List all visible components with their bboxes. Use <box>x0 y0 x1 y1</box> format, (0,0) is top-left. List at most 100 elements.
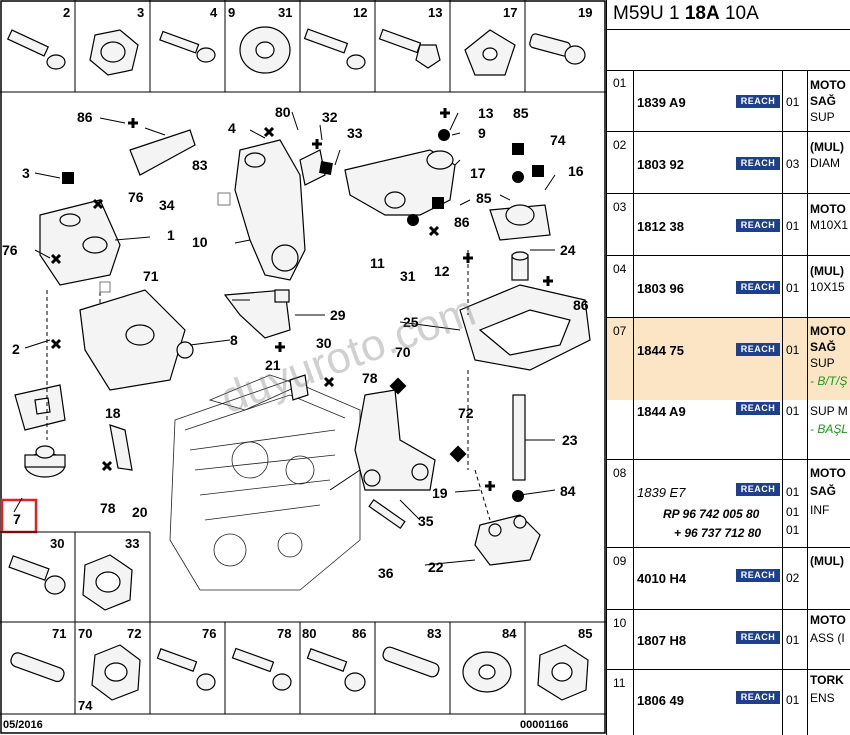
table-row[interactable]: 09 4010 H4 REACH 02 (MUL) <box>607 548 850 610</box>
heat-shield <box>14 384 66 431</box>
part-reference[interactable]: 1803 96 <box>637 281 684 296</box>
callout: 84 <box>560 483 576 499</box>
description-line: SAĞ <box>810 94 837 108</box>
callout: 78 <box>362 370 378 386</box>
callout: 11 <box>370 255 385 271</box>
bottom-strip-labels: 71 70 72 76 78 80 86 83 84 85 74 <box>52 626 592 713</box>
quantity: 01 <box>786 343 800 357</box>
bottom-label-84: 84 <box>502 626 517 641</box>
footer-date: 05/2016 <box>3 719 43 731</box>
callout: 76 <box>2 242 18 258</box>
small-bracket <box>289 374 309 401</box>
washer-icon <box>239 26 291 74</box>
table-row[interactable]: 02 1803 92 REACH 03 (MUL) DIAM <box>607 132 850 194</box>
row-number: 11 <box>613 676 626 690</box>
callout: 23 <box>562 432 578 448</box>
nut-icon <box>537 644 589 701</box>
description-line: DIAM <box>810 156 840 170</box>
bottom-label-70: 70 <box>78 626 92 641</box>
callout: 20 <box>132 504 148 520</box>
flange-nut-icon <box>91 644 141 701</box>
callout: 32 <box>322 109 338 125</box>
table-row[interactable]: 08 1839 E7 REACH 01 MOTO SAĞ INF RP 96 7… <box>607 460 850 548</box>
callout: 10 <box>192 234 208 250</box>
callout: 30 <box>316 335 332 351</box>
exploded-parts-diagram: 2 3 4 9 31 12 13 17 19 <box>0 0 606 734</box>
reach-badge: REACH <box>736 219 780 232</box>
top-label-2: 2 <box>63 5 70 20</box>
leader-lines <box>24 111 556 566</box>
quantity: 03 <box>786 157 800 171</box>
support-bracket <box>79 289 194 391</box>
replacement-reference[interactable]: RP 96 742 005 80 <box>663 507 760 521</box>
sub-section-code: 10A <box>724 3 759 24</box>
washer-icon <box>462 651 512 693</box>
quantity: 01 <box>786 523 800 537</box>
top-label-4: 4 <box>210 5 218 20</box>
top-label-19: 19 <box>578 5 592 20</box>
bolt-icon <box>156 648 216 691</box>
part-reference[interactable]: 1803 92 <box>637 157 684 172</box>
square-markers <box>62 143 544 463</box>
table-row[interactable]: 11 1806 49 REACH 01 TORK ENS <box>607 670 850 735</box>
callout: 3 <box>22 165 30 181</box>
part-reference[interactable]: 1844 A9 <box>637 404 686 419</box>
callout: 33 <box>347 125 363 141</box>
lower-plate <box>223 289 291 339</box>
table-row[interactable]: 10 1807 H8 REACH 01 MOTO ASS (I <box>607 610 850 670</box>
right-support-bracket <box>459 284 591 371</box>
bottom-label-72: 72 <box>127 626 141 641</box>
bolt-icon <box>378 28 441 69</box>
bolt-icon <box>529 33 586 65</box>
callout: 22 <box>428 559 444 575</box>
callout: 85 <box>476 190 492 206</box>
replacement-reference[interactable]: + 96 737 712 80 <box>674 526 762 540</box>
table-row[interactable]: 03 1812 38 REACH 01 MOTO M10X1 <box>607 194 850 256</box>
callout: 31 <box>400 268 416 284</box>
description-note: - BAŞL <box>810 422 849 436</box>
table-row[interactable]: 01 1839 A9 REACH 01 MOTO SAĞ SUP <box>607 70 850 132</box>
bolt-icon <box>231 647 292 691</box>
description-line: 10X15 <box>810 280 845 294</box>
bottom-label-76: 76 <box>202 626 216 641</box>
callout: 2 <box>12 341 20 357</box>
description-note: - B/T/Ş <box>810 374 848 388</box>
callout: 34 <box>159 197 175 213</box>
quantity: 01 <box>786 693 800 707</box>
part-reference[interactable]: 4010 H4 <box>637 571 687 586</box>
callout: 36 <box>378 565 394 581</box>
box-label-30: 30 <box>50 536 64 551</box>
description-line: (MUL) <box>810 140 844 154</box>
engine-block-drawing <box>169 374 361 591</box>
table-row[interactable]: 04 1803 96 REACH 01 (MUL) 10X15 <box>607 256 850 318</box>
reach-badge: REACH <box>736 157 780 170</box>
upper-shield <box>129 129 196 176</box>
description-line: MOTO <box>810 466 846 480</box>
description-line: M10X1 <box>810 218 849 232</box>
part-reference[interactable]: 1807 H8 <box>637 633 687 648</box>
description-line: SUP <box>810 110 835 124</box>
part-reference[interactable]: 1806 49 <box>637 693 684 708</box>
nut-flange-icon <box>89 29 139 76</box>
part-reference[interactable]: 1839 E7 <box>637 485 686 500</box>
row-number: 10 <box>613 616 627 630</box>
description-line: (MUL) <box>810 554 844 568</box>
reach-badge: REACH <box>736 483 780 496</box>
part-reference[interactable]: 1839 A9 <box>637 95 686 110</box>
diagram-canvas: 2 3 4 9 31 12 13 17 19 <box>0 0 606 734</box>
table-row-selected[interactable]: 07 1844 75 REACH 01 MOTO SAĞ SUP - B/T/Ş… <box>607 318 850 460</box>
washer-icon <box>464 29 516 76</box>
top-label-9: 9 <box>228 5 235 20</box>
section-code: 18A <box>684 3 720 24</box>
bolt-icon <box>159 30 216 63</box>
part-reference[interactable]: 1812 38 <box>637 219 684 234</box>
callout: 8 <box>230 332 238 348</box>
row-number: 03 <box>613 200 627 214</box>
description-line: MOTO <box>810 78 846 92</box>
top-label-17: 17 <box>503 5 517 20</box>
quantity: 01 <box>786 404 800 418</box>
callout: 24 <box>560 242 576 258</box>
part-reference[interactable]: 1844 75 <box>637 343 684 358</box>
quantity: 02 <box>786 571 800 585</box>
pin <box>368 498 406 530</box>
